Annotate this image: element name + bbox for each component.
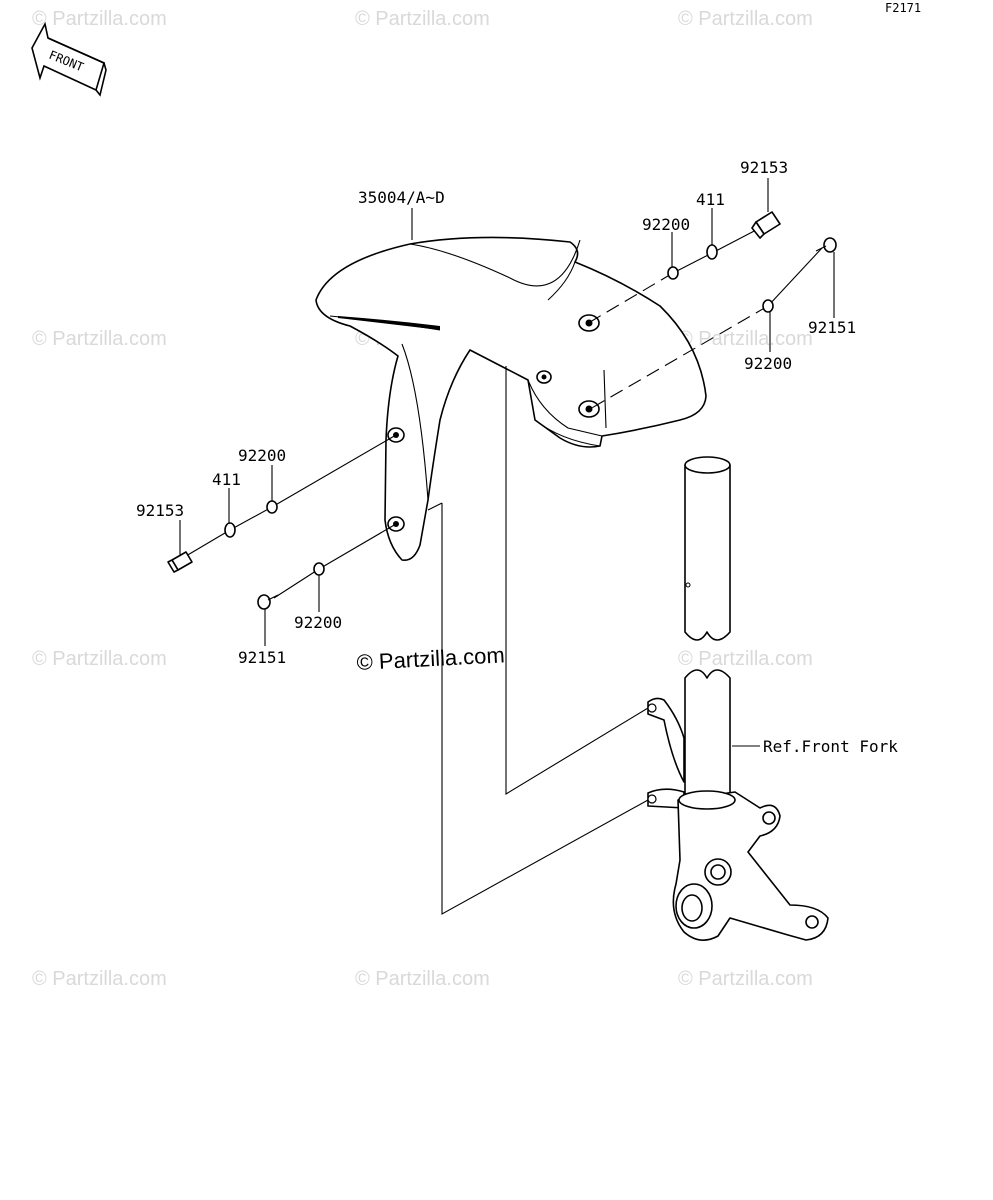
label-bolt-upper-right: 92153 xyxy=(740,158,788,177)
diagram-code: F2171 xyxy=(885,1,921,15)
center-watermark: © Partzilla.com xyxy=(356,642,505,675)
front-arrow-icon: FRONT xyxy=(31,21,107,97)
washer-icon xyxy=(266,500,278,514)
bolt-icon xyxy=(257,594,279,610)
hardware-left-lower xyxy=(257,523,397,610)
bolt-icon xyxy=(751,211,781,239)
watermark: © Partzilla.com xyxy=(678,968,813,990)
label-washer-upper-right: 92200 xyxy=(642,215,690,234)
label-washer-right: 92200 xyxy=(744,354,792,373)
watermarks: © Partzilla.com © Partzilla.com © Partzi… xyxy=(32,8,813,990)
collar-icon xyxy=(224,522,236,538)
watermark: © Partzilla.com xyxy=(32,328,167,350)
label-bolt-left-lower: 92151 xyxy=(238,648,286,667)
front-fender xyxy=(315,236,707,562)
watermark: © Partzilla.com xyxy=(32,648,167,670)
watermark: © Partzilla.com xyxy=(32,8,167,30)
bolt-icon xyxy=(167,551,193,573)
watermark: © Partzilla.com xyxy=(355,968,490,990)
label-fender: 35004/A~D xyxy=(358,188,445,207)
label-collar-upper-right: 411 xyxy=(696,190,725,209)
part-labels: 35004/A~D 92153 411 92200 92151 92200 92… xyxy=(136,158,898,756)
front-fork xyxy=(647,456,829,941)
leader-lines xyxy=(179,178,835,747)
label-bolt-right: 92151 xyxy=(808,318,856,337)
label-reference-front-fork: Ref.Front Fork xyxy=(763,737,898,756)
hardware-left-upper xyxy=(167,434,397,573)
watermark: © Partzilla.com xyxy=(678,328,813,350)
mounting-guide-lines xyxy=(427,366,649,915)
watermark: © Partzilla.com xyxy=(678,8,813,30)
label-washer-left-lower: 92200 xyxy=(294,613,342,632)
collar-icon xyxy=(706,244,718,260)
washer-icon xyxy=(762,299,774,313)
bolt-icon xyxy=(815,237,837,253)
washer-icon xyxy=(313,562,325,576)
watermark: © Partzilla.com xyxy=(32,968,167,990)
label-washer-left-upper: 92200 xyxy=(238,446,286,465)
hardware-right xyxy=(589,237,837,410)
watermark: © Partzilla.com xyxy=(355,8,490,30)
label-bolt-left-upper: 92153 xyxy=(136,501,184,520)
washer-icon xyxy=(667,266,679,280)
label-collar-left: 411 xyxy=(212,470,241,489)
watermark: © Partzilla.com xyxy=(678,648,813,670)
